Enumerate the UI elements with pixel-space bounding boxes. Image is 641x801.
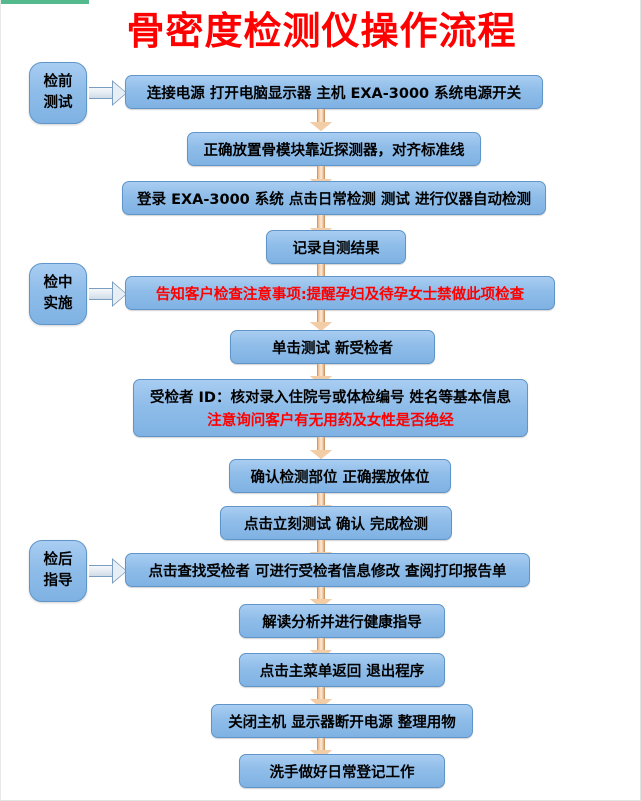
- process-box-8-text: 确认检测部位 正确摆放体位: [250, 469, 430, 486]
- process-box-1-text: 连接电源 打开电脑显示器 主机 EXA-3000 系统电源开关: [146, 85, 522, 102]
- process-box-4: 记录自测结果: [266, 230, 406, 264]
- stage-label-post: 检后 指导: [29, 540, 87, 602]
- process-box-12: 点击主菜单返回 退出程序: [239, 653, 445, 687]
- stage-label-mid-line2: 实施: [43, 296, 73, 312]
- process-box-14-text: 洗手做好日常登记工作: [269, 764, 415, 781]
- arrow-post-to-step10: [89, 558, 127, 584]
- stage-label-pre-line2: 测试: [43, 95, 73, 111]
- process-box-9: 点击立刻测试 确认 完成检测: [220, 506, 452, 540]
- top-accent-bar: [1, 0, 89, 4]
- page-title: 骨密度检测仪操作流程: [126, 9, 517, 53]
- process-box-12-text: 点击主菜单返回 退出程序: [259, 663, 425, 680]
- process-box-1: 连接电源 打开电脑显示器 主机 EXA-3000 系统电源开关: [125, 75, 543, 109]
- down-arrow-1: [310, 109, 332, 132]
- process-box-13-text: 关闭主机 显示器断开电源 整理用物: [228, 714, 456, 731]
- process-box-11: 解读分析并进行健康指导: [239, 604, 445, 638]
- down-arrow-7: [310, 437, 332, 460]
- stage-label-post-line2: 指导: [43, 573, 73, 589]
- process-box-7: 受检者 ID：核对录入住院号或体检编号 姓名等基本信息 注意询问客户有无用药及女…: [133, 379, 528, 437]
- process-box-11-text: 解读分析并进行健康指导: [262, 614, 422, 631]
- process-box-13: 关闭主机 显示器断开电源 整理用物: [211, 704, 473, 738]
- process-box-7-text: 受检者 ID：核对录入住院号或体检编号 姓名等基本信息: [149, 390, 512, 406]
- process-box-4-text: 记录自测结果: [292, 240, 380, 257]
- process-box-2: 正确放置骨模块靠近探测器，对齐标准线: [187, 132, 481, 166]
- arrow-mid-to-step5: [89, 281, 127, 307]
- process-box-10-text: 点击查找受检者 可进行受检者信息修改 查阅打印报告单: [148, 563, 507, 580]
- stage-label-mid: 检中 实施: [29, 263, 87, 325]
- down-arrow-10: [310, 587, 332, 609]
- process-box-8: 确认检测部位 正确摆放体位: [229, 459, 451, 493]
- down-arrow-12: [310, 687, 332, 709]
- stage-label-mid-line1: 检中: [43, 275, 73, 291]
- process-box-9-text: 点击立刻测试 确认 完成检测: [243, 516, 429, 533]
- stage-label-post-line1: 检后: [43, 552, 73, 568]
- stage-label-pre-line1: 检前: [43, 74, 73, 90]
- process-box-5-text: 告知客户检查注意事项:提醒孕妇及待孕女士禁做此项检查: [155, 286, 525, 303]
- process-box-14: 洗手做好日常登记工作: [239, 754, 445, 788]
- process-box-2-text: 正确放置骨模块靠近探测器，对齐标准线: [203, 142, 465, 159]
- process-box-6: 单击测试 新受检者: [230, 330, 435, 364]
- process-box-3-text: 登录 EXA-3000 系统 点击日常检测 测试 进行仪器自动检测: [137, 191, 531, 208]
- process-box-5: 告知客户检查注意事项:提醒孕妇及待孕女士禁做此项检查: [125, 276, 555, 310]
- process-box-3: 登录 EXA-3000 系统 点击日常检测 测试 进行仪器自动检测: [122, 181, 546, 215]
- down-arrow-5: [310, 310, 332, 332]
- stage-label-pre: 检前 测试: [29, 62, 87, 124]
- process-box-7-warning: 注意询问客户有无用药及女性是否绝经: [207, 413, 454, 429]
- arrow-pre-to-step1: [89, 80, 127, 106]
- process-box-6-text: 单击测试 新受检者: [271, 340, 394, 357]
- process-box-10: 点击查找受检者 可进行受检者信息修改 查阅打印报告单: [125, 553, 530, 587]
